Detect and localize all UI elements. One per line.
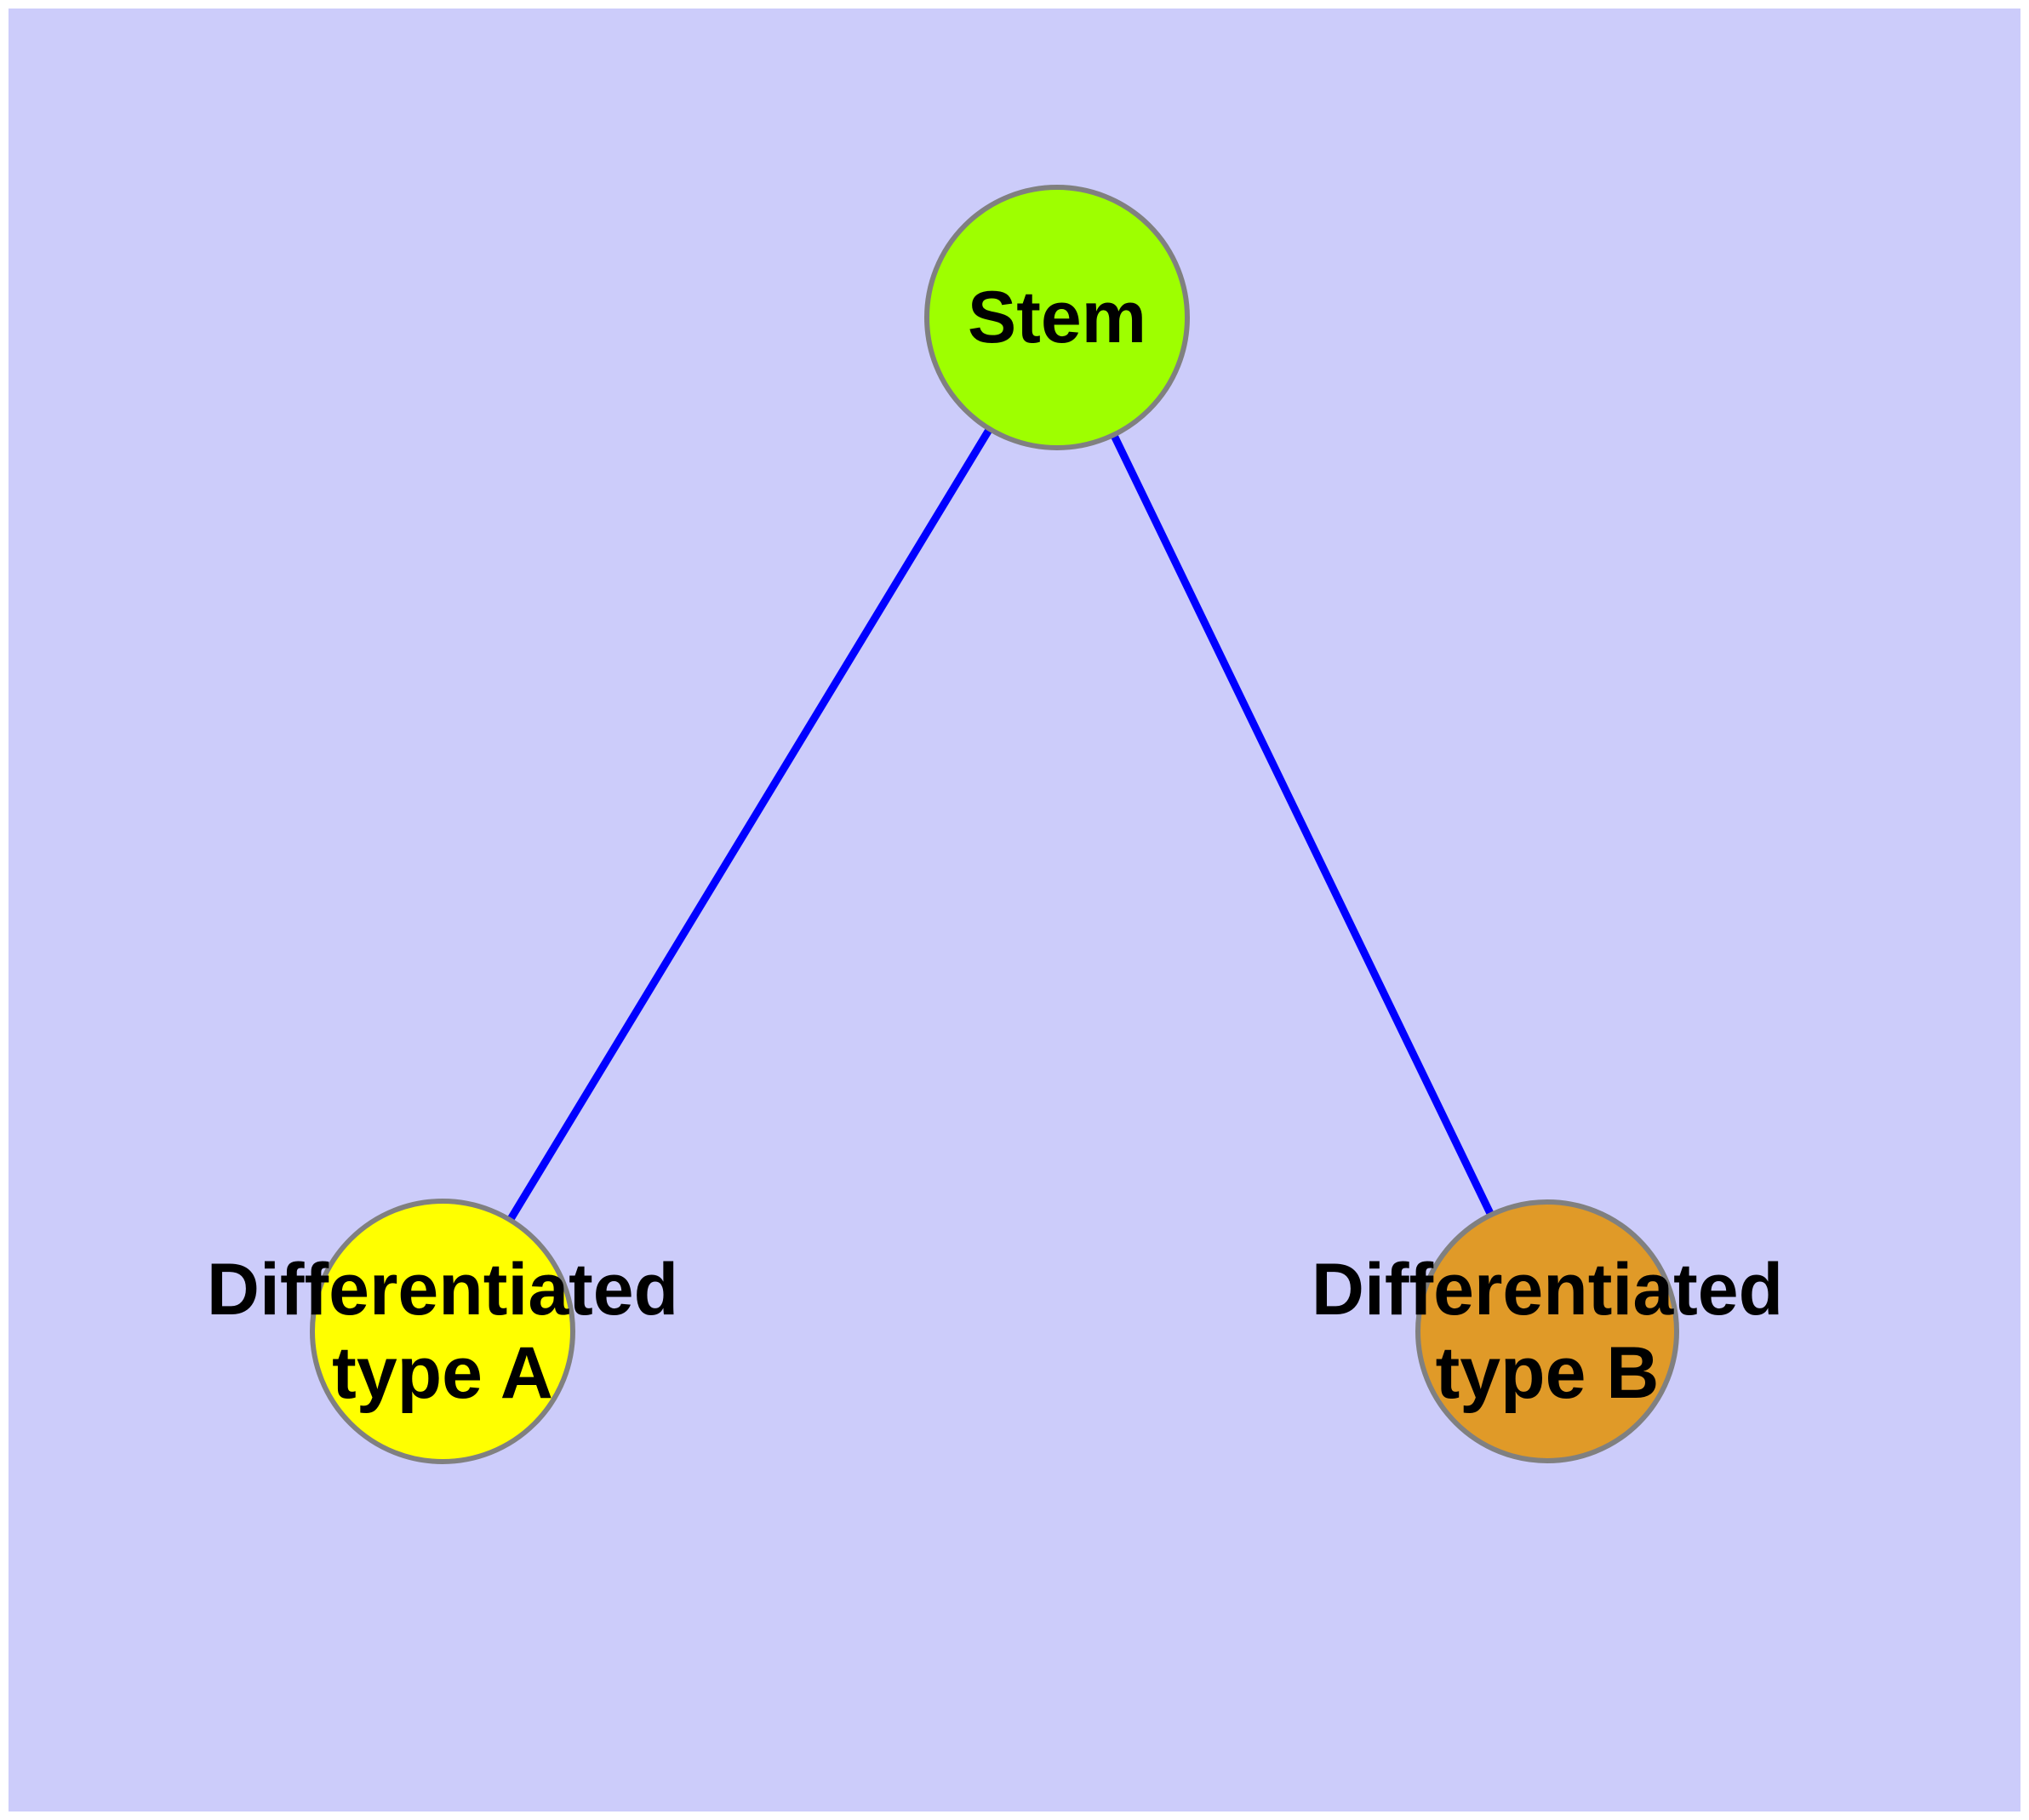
edge-stem-to-differentiated-type-b[interactable] [1053,316,1552,1333]
edge-stem-to-differentiated-type-a[interactable] [439,315,1060,1334]
node-differentiated-type-b[interactable] [1415,1199,1679,1463]
node-layer [310,185,1679,1464]
node-stem[interactable] [924,185,1190,450]
node-differentiated-type-a[interactable] [310,1199,575,1464]
edge-layer [439,315,1552,1334]
